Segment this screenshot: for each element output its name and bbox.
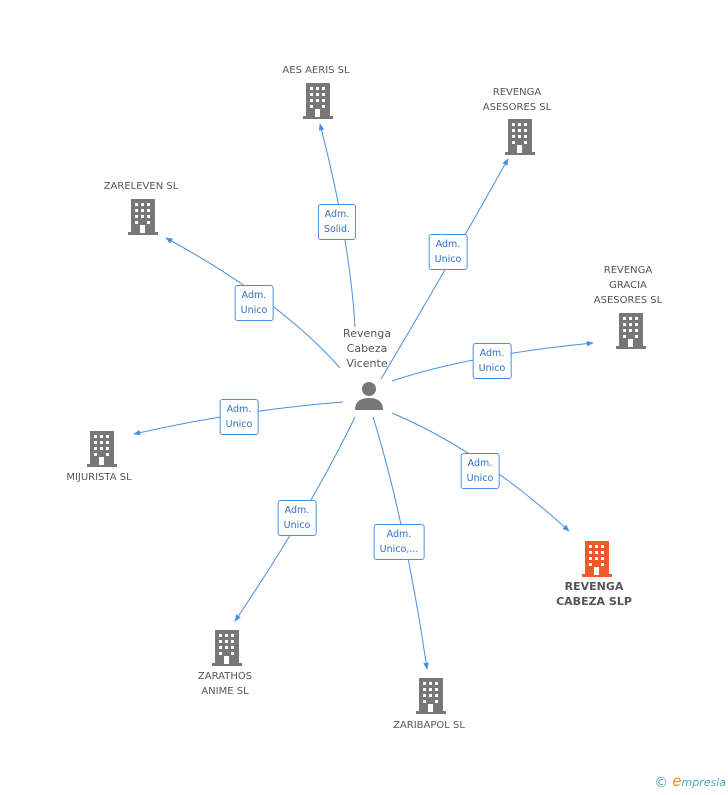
node-label-zarathos[interactable]: ZARATHOS ANIME SL — [197, 671, 253, 697]
center-person-label: Revenga Cabeza Vicente — [343, 327, 391, 370]
building-icon[interactable] — [416, 678, 446, 714]
node-label-zaribapol[interactable]: ZARIBAPOL SL — [393, 720, 465, 731]
building-icon[interactable] — [582, 541, 612, 577]
edge-label-mijurista[interactable]: Adm. Unico — [219, 399, 259, 435]
node-label-revenga-gracia[interactable]: REVENGA GRACIA ASESORES SL — [593, 265, 663, 306]
edge-label-revenga-asesores[interactable]: Adm. Unico — [428, 234, 468, 270]
edge-label-zaribapol[interactable]: Adm. Unico,... — [373, 524, 425, 560]
copyright-icon: © — [654, 775, 669, 791]
brand-name: mpresia — [681, 776, 726, 789]
building-icon[interactable] — [212, 630, 242, 666]
brand-initial: e — [672, 772, 682, 790]
node-label-aes-aeris[interactable]: AES AERIS SL — [282, 65, 350, 76]
footer-brand[interactable]: ©empresia — [654, 772, 726, 791]
node-label-revenga-asesores[interactable]: REVENGA ASESORES SL — [482, 87, 552, 113]
building-icon[interactable] — [616, 313, 646, 349]
node-label-revenga-cabeza[interactable]: REVENGA CABEZA SLP — [556, 580, 632, 608]
edge-label-zarathos[interactable]: Adm. Unico — [277, 500, 317, 536]
edge-revenga-asesores — [380, 158, 509, 380]
building-icon[interactable] — [303, 83, 333, 119]
building-icon[interactable] — [128, 199, 158, 235]
building-icon[interactable] — [87, 431, 117, 467]
edge-label-zareleven[interactable]: Adm. Unico — [234, 285, 274, 321]
edge-label-aes-aeris[interactable]: Adm. Solid. — [317, 204, 357, 240]
person-icon[interactable] — [353, 380, 385, 412]
edge-label-revenga-cabeza[interactable]: Adm. Unico — [460, 453, 500, 489]
building-icon[interactable] — [505, 119, 535, 155]
edge-label-revenga-gracia[interactable]: Adm. Unico — [472, 343, 512, 379]
node-label-zareleven[interactable]: ZARELEVEN SL — [103, 181, 179, 192]
node-label-mijurista[interactable]: MIJURISTA SL — [66, 472, 132, 483]
